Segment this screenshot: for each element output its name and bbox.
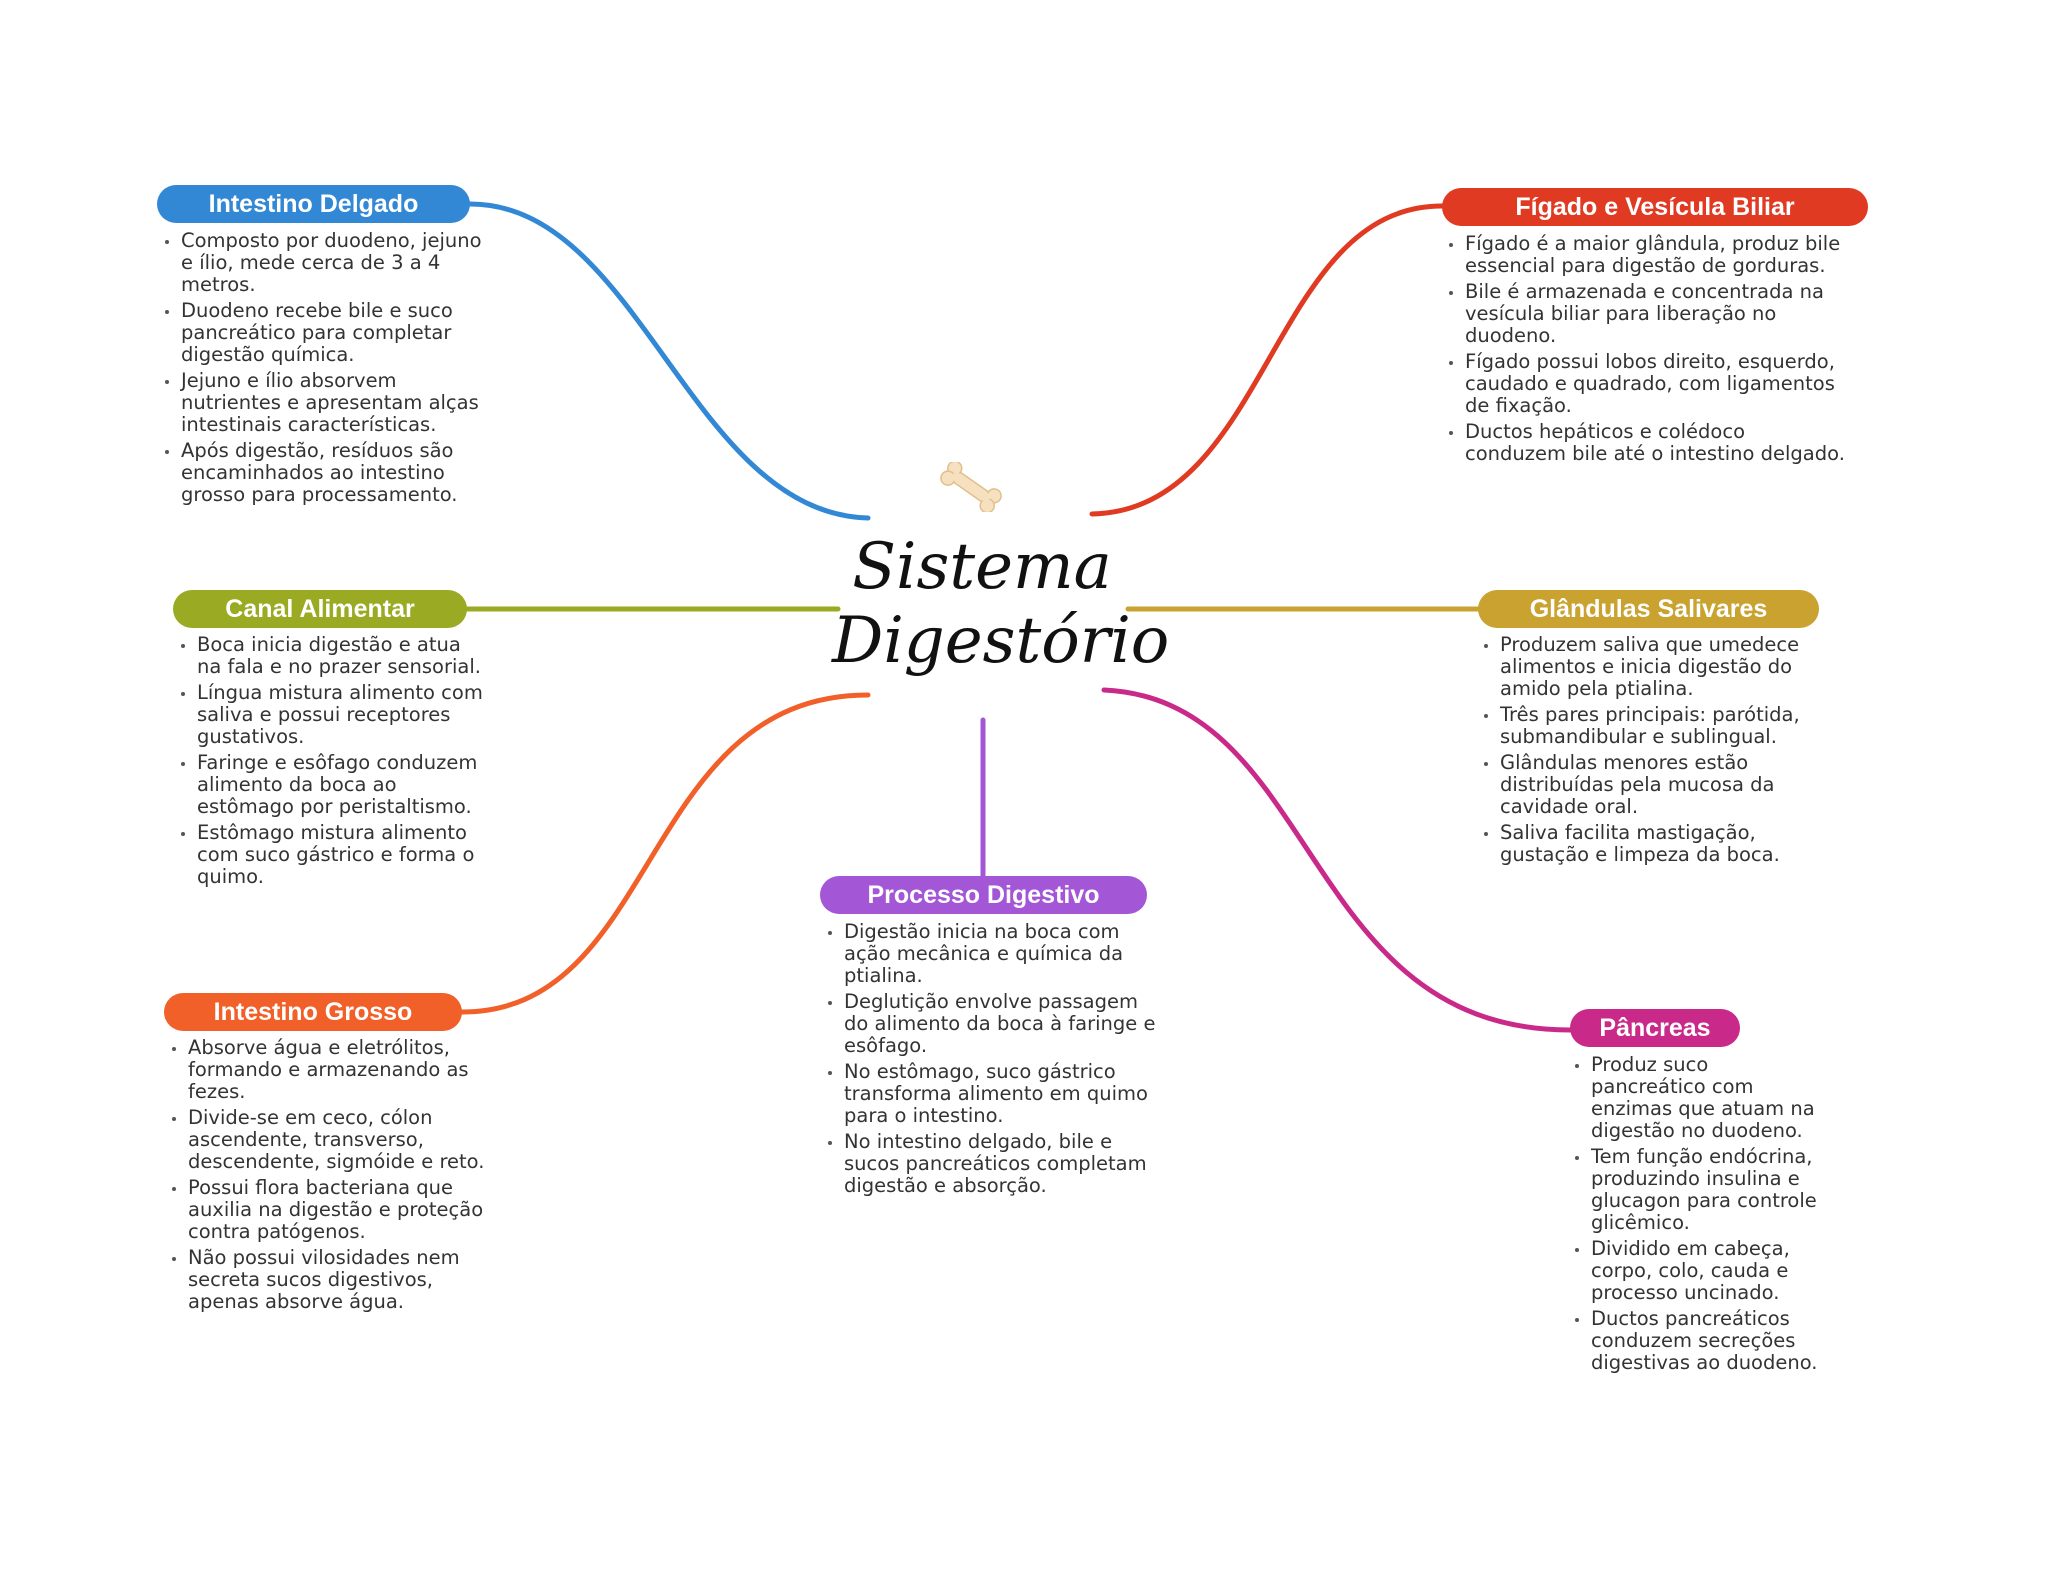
list-item: Produzem saliva que umedece alimentos e … (1482, 634, 1822, 700)
list-item: Ductos pancreáticos conduzem secreções d… (1573, 1308, 1823, 1374)
branch-label-canal-alimentar: Canal Alimentar (173, 590, 467, 628)
connector-pancreas (1101, 687, 1573, 1033)
list-item: Após digestão, resíduos são encaminhados… (163, 440, 483, 506)
branch-list-intestino-grosso: Absorve água e eletrólitos, formando e a… (170, 1037, 490, 1317)
list-item: No estômago, suco gástrico transforma al… (826, 1061, 1166, 1127)
connector-intestino-grosso (459, 692, 871, 1015)
branch-label-processo: Processo Digestivo (820, 876, 1147, 914)
list-item: Fígado é a maior glândula, produz bile e… (1447, 233, 1847, 277)
list-item: Glândulas menores estão distribuídas pel… (1482, 752, 1822, 818)
list-item: Não possui vilosidades nem secreta sucos… (170, 1247, 490, 1313)
title-line-1: Sistema (852, 530, 1112, 604)
list-item: Três pares principais: parótida, submand… (1482, 704, 1822, 748)
list-item: Produz suco pancreático com enzimas que … (1573, 1054, 1823, 1142)
list-item: Língua mistura alimento com saliva e pos… (179, 682, 489, 748)
list-item: Composto por duodeno, jejuno e ílio, med… (163, 230, 483, 296)
title-line-2: Digestório (832, 604, 1170, 678)
list-item: Possui flora bacteriana que auxilia na d… (170, 1177, 490, 1243)
list-item: Saliva facilita mastigação, gustação e l… (1482, 822, 1822, 866)
branch-label-glandulas: Glândulas Salivares (1478, 590, 1819, 628)
center-title: Sistema Digestório (832, 530, 1170, 678)
list-item: Tem função endócrina, produzindo insulin… (1573, 1146, 1823, 1234)
branch-label-intestino-delgado: Intestino Delgado (157, 185, 470, 223)
branch-list-canal-alimentar: Boca inicia digestão e atua na fala e no… (179, 634, 489, 892)
branch-label-intestino-grosso: Intestino Grosso (164, 993, 462, 1031)
list-item: Fígado possui lobos direito, esquerdo, c… (1447, 351, 1847, 417)
list-item: Deglutição envolve passagem do alimento … (826, 991, 1166, 1057)
branch-label-pancreas: Pâncreas (1570, 1009, 1740, 1047)
list-item: No intestino delgado, bile e sucos pancr… (826, 1131, 1166, 1197)
list-item: Faringe e esôfago conduzem alimento da b… (179, 752, 489, 818)
branch-list-figado: Fígado é a maior glândula, produz bile e… (1447, 233, 1847, 469)
list-item: Absorve água e eletrólitos, formando e a… (170, 1037, 490, 1103)
bone-icon (940, 462, 1002, 512)
list-item: Ductos hepáticos e colédoco conduzem bil… (1447, 421, 1847, 465)
list-item: Boca inicia digestão e atua na fala e no… (179, 634, 489, 678)
branch-label-figado: Fígado e Vesícula Biliar (1442, 188, 1868, 226)
connector-figado (1089, 203, 1445, 517)
list-item: Divide-se em ceco, cólon ascendente, tra… (170, 1107, 490, 1173)
branch-list-pancreas: Produz suco pancreático com enzimas que … (1573, 1054, 1823, 1378)
list-item: Jejuno e ílio absorvem nutrientes e apre… (163, 370, 483, 436)
list-item: Digestão inicia na boca com ação mecânic… (826, 921, 1166, 987)
branch-list-glandulas: Produzem saliva que umedece alimentos e … (1482, 634, 1822, 870)
branch-list-processo: Digestão inicia na boca com ação mecânic… (826, 921, 1166, 1201)
branch-list-intestino-delgado: Composto por duodeno, jejuno e ílio, med… (163, 230, 483, 510)
connector-intestino-delgado (467, 201, 871, 521)
list-item: Duodeno recebe bile e suco pancreático p… (163, 300, 483, 366)
list-item: Dividido em cabeça, corpo, colo, cauda e… (1573, 1238, 1823, 1304)
list-item: Bile é armazenada e concentrada na vesíc… (1447, 281, 1847, 347)
list-item: Estômago mistura alimento com suco gástr… (179, 822, 489, 888)
